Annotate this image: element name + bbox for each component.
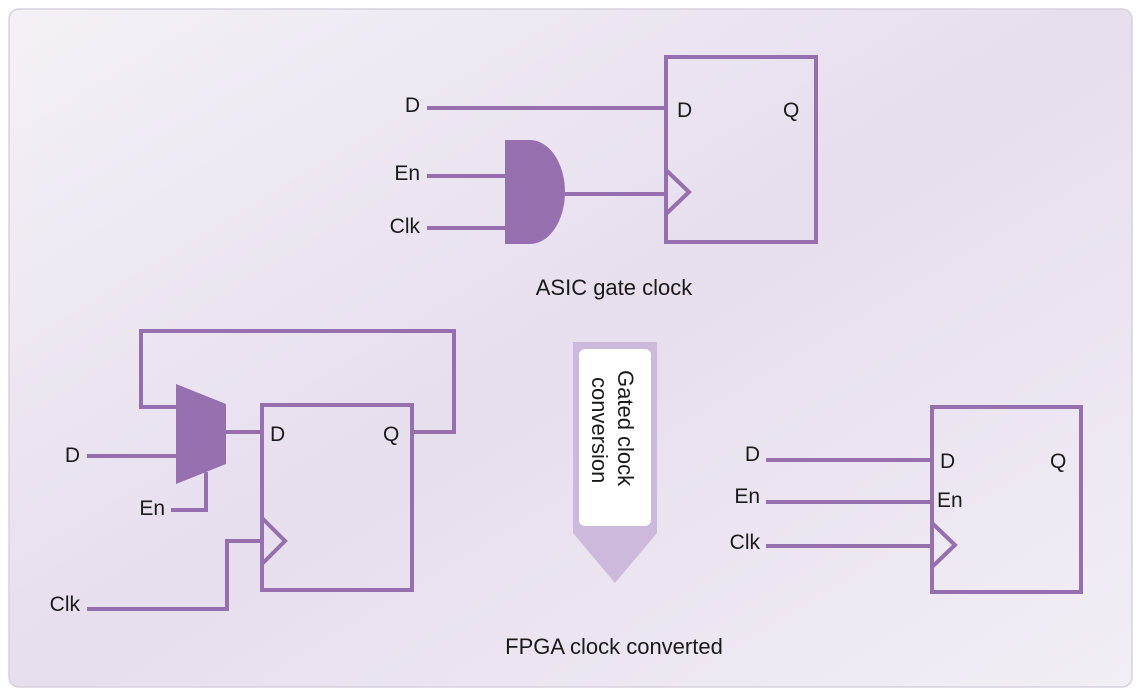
asic-ff-d-label: D <box>677 99 692 122</box>
feedback-loop-wire <box>139 329 456 434</box>
fpga-left-en-wire <box>171 472 208 512</box>
fpga-right-clk-input-label: Clk <box>730 531 761 554</box>
fpga-left-flipflop <box>260 403 414 592</box>
asic-clk-input-label: Clk <box>390 215 421 238</box>
fpga-left-clk-input-label: Clk <box>50 593 81 616</box>
arrow-text-line1: Gated clock <box>613 370 638 487</box>
arrow-text-line2: conversion <box>587 377 612 483</box>
fpga-right-en-input-label: En <box>734 485 760 508</box>
conversion-arrow <box>573 342 657 583</box>
fpga-right-d-input-label: D <box>745 443 760 466</box>
asic-ff-q-label: Q <box>783 99 799 122</box>
fpga-right-ff-d-label: D <box>940 450 955 473</box>
fpga-left-ff-d-label: D <box>270 423 285 446</box>
and-gate <box>505 140 565 244</box>
asic-flipflop <box>664 55 818 244</box>
asic-caption: ASIC gate clock <box>536 275 694 300</box>
asic-clock-triangle <box>664 168 692 216</box>
fpga-left-d-input-label: D <box>65 444 80 467</box>
fpga-left-clk-wire <box>87 539 262 611</box>
fpga-caption: FPGA clock converted <box>505 634 723 659</box>
multiplexer <box>176 384 226 484</box>
background-panel <box>8 8 1133 688</box>
fpga-left-ff-q-label: Q <box>383 423 399 446</box>
fpga-right-ff-q-label: Q <box>1050 450 1066 473</box>
fpga-right-clock-triangle <box>930 521 958 569</box>
asic-d-input-label: D <box>405 94 420 117</box>
asic-en-input-label: En <box>394 162 420 185</box>
fpga-left-en-input-label: En <box>139 497 165 520</box>
fpga-left-clock-triangle <box>260 516 288 566</box>
wires-and-shapes <box>87 55 1083 611</box>
fpga-right-flipflop <box>930 405 1083 594</box>
fpga-right-ff-en-label: En <box>937 489 963 512</box>
